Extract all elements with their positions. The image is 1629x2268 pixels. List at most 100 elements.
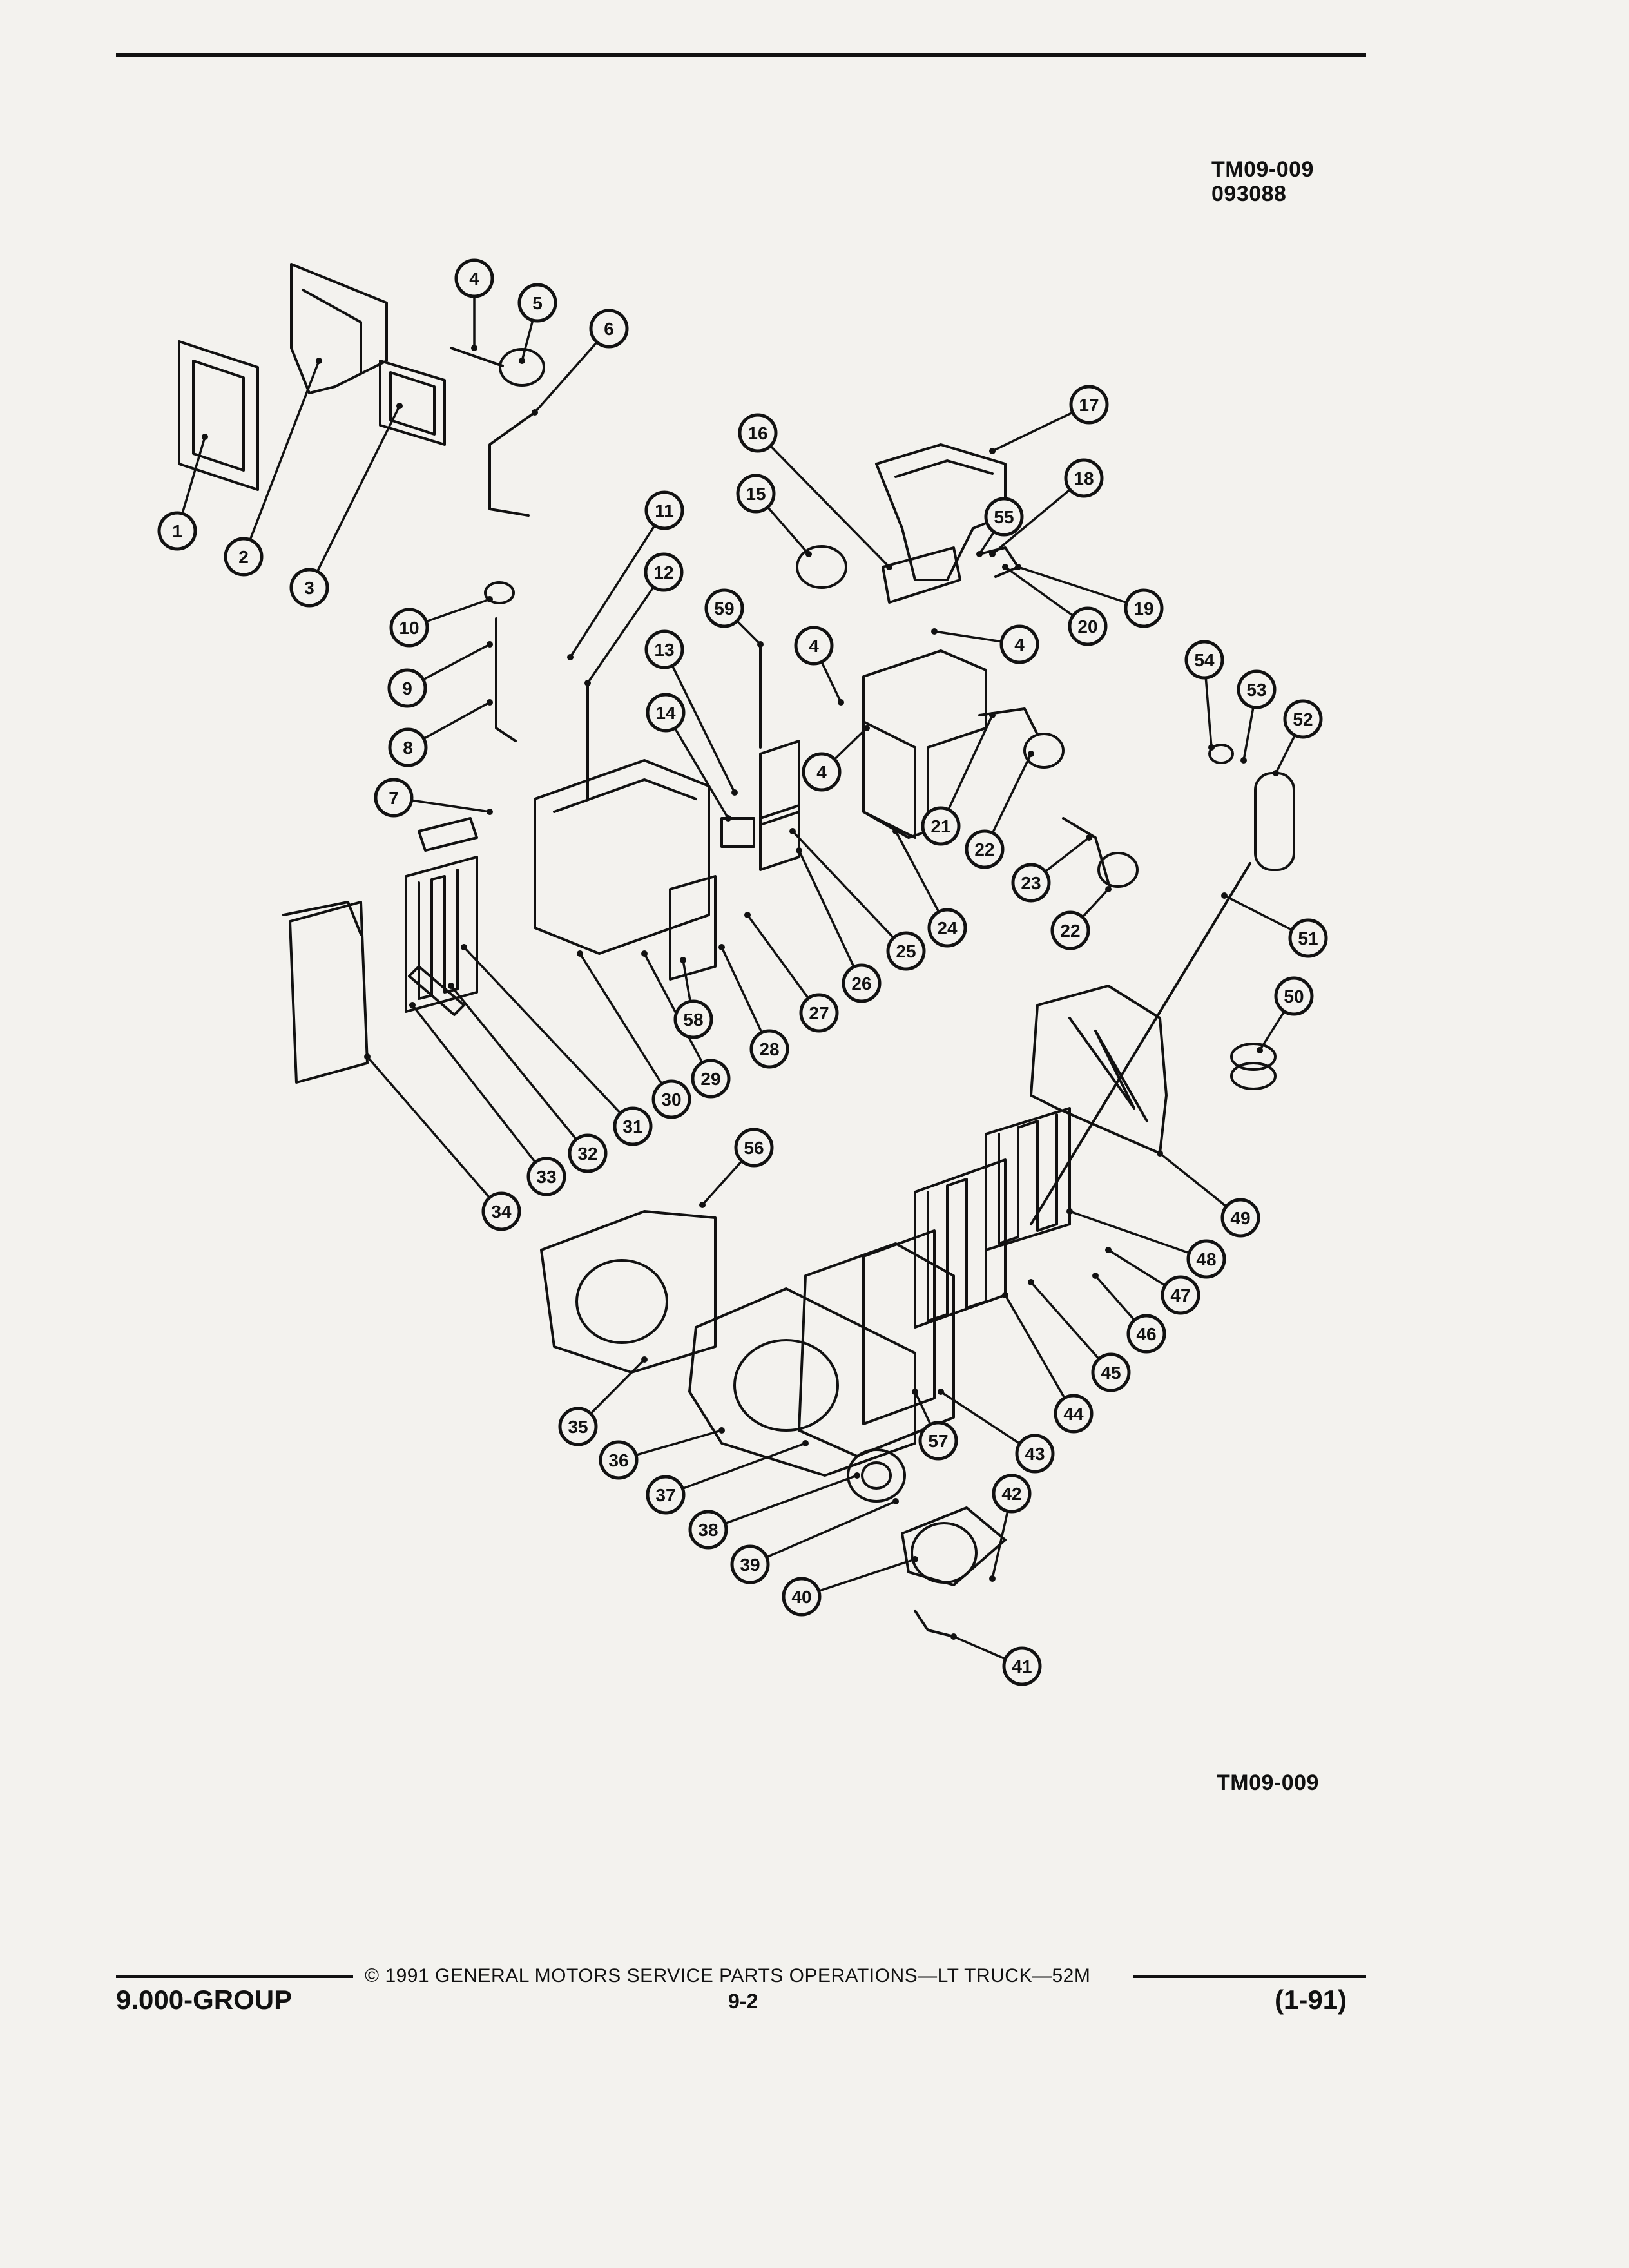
part-case-57	[798, 1242, 955, 1457]
callout-label-45: 45	[1101, 1363, 1121, 1383]
part-rod-5	[450, 347, 504, 367]
leader-tip-2	[316, 358, 322, 364]
callout-circle-12	[644, 552, 684, 592]
callout-circle-58	[673, 999, 713, 1039]
callout-label-4: 4	[1014, 635, 1025, 655]
footer-copyright: © 1991 GENERAL MOTORS SERVICE PARTS OPER…	[365, 1965, 1091, 1986]
leader-line-34	[366, 1055, 503, 1213]
callout-circle-18	[1064, 458, 1104, 498]
leader-tip-42	[989, 1575, 996, 1582]
part-seal-7	[418, 817, 478, 852]
callout-label-41: 41	[1012, 1657, 1032, 1677]
callout-label-30: 30	[661, 1090, 681, 1110]
callout-label-28: 28	[759, 1039, 779, 1059]
leader-tip-27	[744, 912, 751, 918]
leader-tip-52	[1273, 770, 1279, 776]
leader-tip-4	[863, 725, 870, 731]
part-tube-51	[1030, 862, 1251, 1225]
callout-label-21: 21	[930, 816, 950, 836]
callout-label-52: 52	[1293, 709, 1313, 729]
callout-circle-52	[1283, 699, 1323, 739]
leader-tip-57	[912, 1389, 918, 1395]
leader-tip-4	[838, 699, 844, 706]
callout-label-47: 47	[1170, 1285, 1190, 1305]
part-actuator-22a	[1023, 733, 1065, 769]
leader-line-38	[708, 1474, 858, 1531]
callout-label-46: 46	[1136, 1324, 1156, 1344]
leader-tip-56	[699, 1202, 706, 1208]
callout-label-23: 23	[1021, 873, 1041, 893]
callout-circle-42	[992, 1474, 1032, 1514]
callout-label-20: 20	[1077, 617, 1097, 637]
part-foam-16	[882, 546, 961, 604]
callout-circle-54	[1184, 640, 1224, 680]
leader-tip-22	[1028, 751, 1034, 757]
callout-circle-4	[454, 258, 494, 298]
leader-tip-1	[202, 434, 208, 440]
footer-revision: (1-91)	[1275, 1984, 1347, 2015]
leader-tip-59	[757, 641, 764, 648]
callout-circle-59	[704, 588, 744, 628]
leader-line-19	[1017, 566, 1144, 610]
leader-tip-5	[519, 358, 525, 364]
callout-label-8: 8	[403, 738, 413, 758]
callout-label-40: 40	[791, 1587, 811, 1607]
part-duct-2	[290, 263, 388, 394]
leader-tip-7	[487, 809, 493, 815]
callout-circle-30	[651, 1079, 691, 1119]
part-blower-case-36	[688, 1287, 916, 1477]
leader-line-14	[664, 712, 729, 819]
part-actuator-14	[720, 817, 755, 848]
leader-line-27	[746, 914, 820, 1014]
leader-tip-45	[1028, 1279, 1034, 1285]
part-actuator-5	[499, 348, 545, 387]
callout-label-6: 6	[604, 319, 614, 339]
callout-label-22: 22	[974, 840, 994, 860]
callout-circle-4	[802, 752, 842, 792]
part-core-44-fins	[927, 1171, 987, 1322]
leader-tip-4	[471, 345, 477, 351]
callout-label-31: 31	[622, 1117, 642, 1137]
part-evaporator-48-fins	[998, 1113, 1058, 1245]
leader-tip-49	[1157, 1150, 1163, 1157]
callout-circle-45	[1091, 1352, 1131, 1392]
callout-label-51: 51	[1298, 928, 1318, 948]
leader-tip-37	[802, 1440, 809, 1446]
callout-circle-4	[794, 626, 834, 666]
callout-label-34: 34	[491, 1202, 512, 1222]
leader-tip-21	[989, 712, 996, 718]
leader-tip-23	[1086, 834, 1092, 841]
callout-label-53: 53	[1246, 680, 1266, 700]
footer-group: 9.000-GROUP	[116, 1984, 293, 2015]
callout-circle-38	[688, 1510, 728, 1550]
callout-label-9: 9	[402, 678, 412, 698]
part-rod-8	[495, 617, 517, 742]
part-switch-54	[1208, 744, 1234, 764]
callout-label-19: 19	[1133, 599, 1153, 619]
callout-label-55: 55	[994, 507, 1014, 527]
callout-circle-35	[558, 1407, 598, 1446]
callout-circle-10	[389, 608, 429, 648]
leader-tip-17	[989, 448, 996, 454]
leader-tip-35	[641, 1356, 648, 1363]
leader-tip-29	[641, 950, 648, 957]
leader-line-32	[450, 985, 589, 1155]
callout-label-59: 59	[714, 599, 734, 619]
leader-tip-25	[789, 828, 796, 834]
part-seal-43	[862, 1229, 936, 1425]
callout-circle-57	[918, 1421, 958, 1461]
part-shell-49-ribs	[1068, 1017, 1148, 1122]
callout-label-50: 50	[1284, 986, 1304, 1006]
callout-label-44: 44	[1063, 1404, 1084, 1424]
callout-circle-27	[799, 993, 839, 1033]
leader-line-39	[749, 1500, 896, 1566]
callout-circle-23	[1011, 863, 1051, 903]
part-heater-case-29	[534, 759, 710, 955]
leader-tip-31	[461, 944, 467, 950]
callout-circle-53	[1237, 669, 1277, 709]
leader-tip-10	[487, 596, 493, 602]
leader-line-48	[1069, 1210, 1207, 1260]
callout-circle-14	[646, 693, 686, 733]
leader-tip-55	[976, 551, 983, 557]
